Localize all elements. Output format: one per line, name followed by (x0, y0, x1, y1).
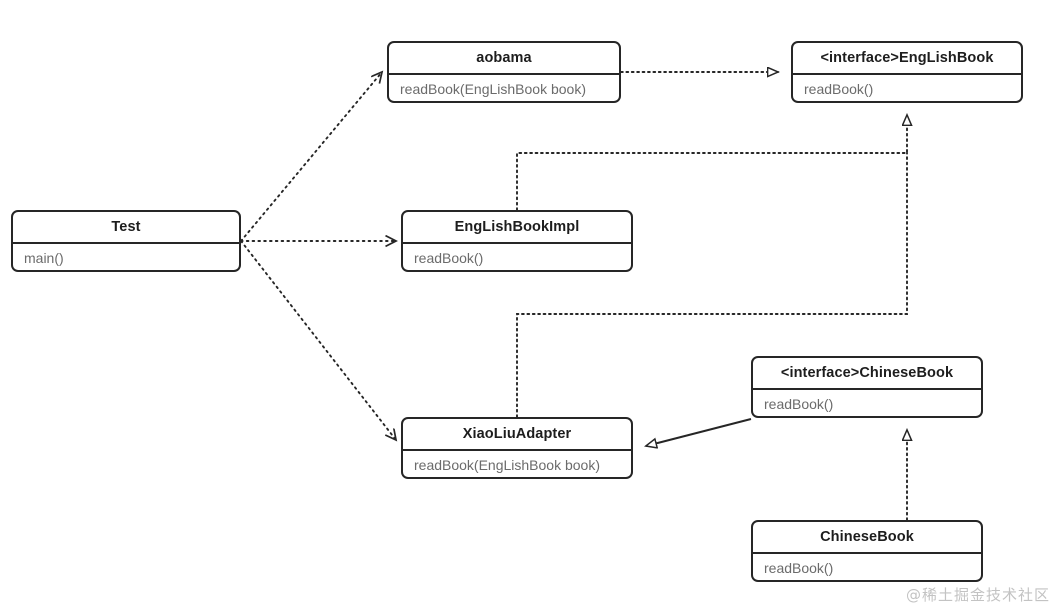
class-box-test[interactable]: Test main() (11, 210, 241, 272)
class-title-test: Test (111, 219, 141, 235)
class-box-chinesebook-impl[interactable]: ChineseBook readBook() (751, 520, 983, 582)
class-title-xiaoliuadapter: XiaoLiuAdapter (462, 426, 572, 442)
class-box-xiaoliuadapter[interactable]: XiaoLiuAdapter readBook(EngLishBook book… (401, 417, 633, 479)
class-box-englishbook-interface[interactable]: <interface>EngLishBook readBook() (791, 41, 1023, 103)
class-title-englishbookimpl: EngLishBookImpl (454, 219, 580, 235)
interface-name-label: EngLishBook (898, 50, 994, 66)
interface-name-label: ChineseBook (859, 365, 954, 381)
edge-test-to-aobama (240, 72, 382, 242)
class-member-main: main() (24, 250, 64, 266)
class-separator (753, 552, 981, 554)
watermark-text: @稀土掘金技术社区 (905, 586, 1050, 604)
class-separator (13, 242, 239, 244)
class-separator (389, 73, 619, 75)
class-member-readbook: readBook() (414, 250, 484, 266)
stereotype-label: <interface> (820, 50, 899, 66)
class-separator (793, 73, 1021, 75)
class-title-aobama: aobama (476, 50, 532, 66)
class-separator (753, 388, 981, 390)
class-box-chinesebook-interface[interactable]: <interface>ChineseBook readBook() (751, 356, 983, 418)
class-member-readbook: readBook() (804, 81, 874, 97)
edge-test-to-xiaoliuadapter (240, 240, 396, 440)
stereotype-label: <interface> (780, 365, 860, 381)
class-separator (403, 242, 631, 244)
class-title-chinesebook-interface: <interface>ChineseBook (753, 358, 981, 388)
class-member-readbook: readBook(EngLishBook book) (414, 457, 601, 473)
edge-chinesebookiface-to-xiaoliuadapter (646, 418, 752, 446)
edge-xiaoliuadapter-to-englishbook (516, 152, 908, 418)
edge-englishbookimpl-to-englishbook (516, 115, 907, 211)
class-title-chinesebook-impl: ChineseBook (820, 529, 914, 545)
class-box-englishbookimpl[interactable]: EngLishBookImpl readBook() (401, 210, 633, 272)
class-separator (403, 449, 631, 451)
class-member-readbook: readBook(EngLishBook book) (400, 81, 587, 97)
class-title-englishbook: <interface>EngLishBook (793, 43, 1021, 73)
class-member-readbook: readBook() (764, 396, 834, 412)
class-member-readbook: readBook() (764, 560, 834, 576)
class-box-aobama[interactable]: aobama readBook(EngLishBook book) (387, 41, 621, 103)
